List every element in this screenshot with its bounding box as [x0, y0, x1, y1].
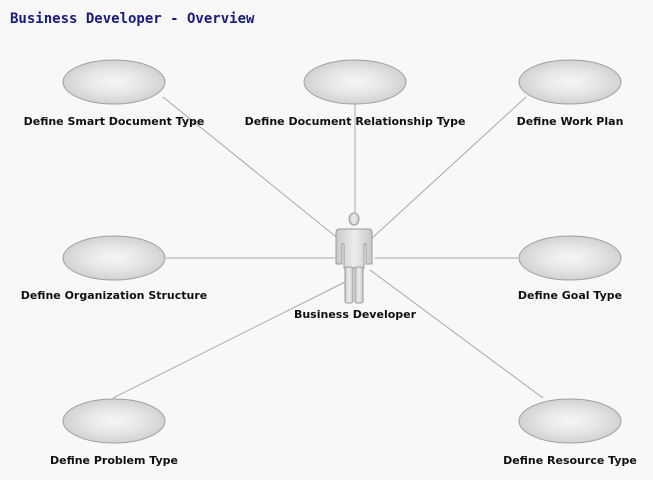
- use-case-ellipse: [518, 59, 622, 105]
- use-case-define-problem-type[interactable]: Define Problem Type: [50, 398, 178, 467]
- use-case-ellipse: [62, 59, 166, 105]
- actor-business-developer[interactable]: Business Developer: [294, 212, 417, 321]
- association-line-problem-type: [112, 281, 346, 399]
- use-case-label: Define Problem Type: [50, 454, 178, 467]
- association-line-resource-type: [369, 269, 544, 399]
- associations: [112, 96, 544, 399]
- use-case-define-organization-structure[interactable]: Define Organization Structure: [21, 235, 208, 302]
- use-case-label: Define Work Plan: [517, 115, 624, 128]
- use-case-ellipse: [62, 235, 166, 281]
- association-line-work-plan: [369, 96, 527, 241]
- actor-icon: [335, 212, 373, 304]
- actor-label: Business Developer: [294, 308, 417, 321]
- use-case-label: Define Goal Type: [518, 289, 622, 302]
- use-case-ellipse: [518, 398, 622, 444]
- diagram-title: Business Developer - Overview: [10, 11, 255, 27]
- use-case-define-document-relationship-type[interactable]: Define Document Relationship Type: [245, 59, 466, 128]
- use-case-label: Define Resource Type: [503, 454, 637, 467]
- use-case-label: Define Organization Structure: [21, 289, 208, 302]
- use-case-ellipse: [518, 235, 622, 281]
- association-line-smart-document-type: [162, 96, 341, 241]
- use-case-ellipse: [62, 398, 166, 444]
- use-case-ellipse: [303, 59, 407, 105]
- use-case-label: Define Smart Document Type: [24, 115, 205, 128]
- use-case-define-resource-type[interactable]: Define Resource Type: [503, 398, 637, 467]
- use-case-label: Define Document Relationship Type: [245, 115, 466, 128]
- use-case-define-smart-document-type[interactable]: Define Smart Document Type: [24, 59, 205, 128]
- use-case-define-work-plan[interactable]: Define Work Plan: [517, 59, 624, 128]
- use-case-define-goal-type[interactable]: Define Goal Type: [518, 235, 622, 302]
